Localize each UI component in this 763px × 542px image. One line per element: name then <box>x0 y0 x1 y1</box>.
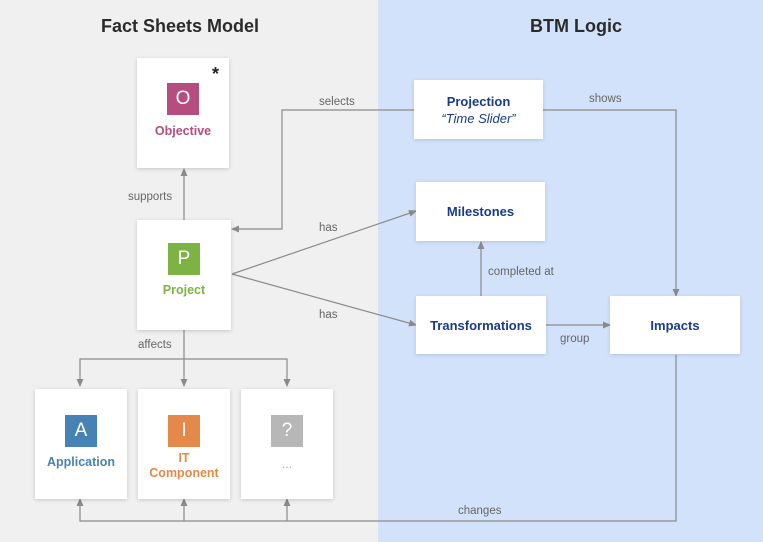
edge-has-transformations <box>231 273 417 327</box>
unknown-badge: ? <box>271 415 303 447</box>
project-card[interactable]: P Project <box>137 220 231 330</box>
application-card[interactable]: A Application <box>35 389 127 499</box>
it-component-label-2: Component <box>149 466 219 480</box>
impacts-box[interactable]: Impacts <box>610 296 740 354</box>
shows-label: shows <box>589 93 622 105</box>
group-label: group <box>560 333 589 345</box>
edge-affects-left <box>76 358 184 387</box>
edge-changes <box>76 355 677 522</box>
transformations-label: Transformations <box>430 317 532 333</box>
affects-label: affects <box>138 339 172 351</box>
project-badge: P <box>168 243 200 275</box>
has-label-top: has <box>319 222 338 234</box>
milestones-label: Milestones <box>446 204 515 219</box>
projection-sublabel: “Time Slider” <box>441 110 516 126</box>
milestones-box[interactable]: Milestones <box>416 182 545 241</box>
projection-box[interactable]: Projection “Time Slider” <box>414 80 543 139</box>
transformations-box[interactable]: Transformations <box>416 296 546 354</box>
edge-selects <box>231 109 414 233</box>
completed-at-label: completed at <box>488 266 555 278</box>
has-label-bottom: has <box>319 309 338 321</box>
edge-shows <box>543 109 680 297</box>
unknown-card[interactable]: ? ... <box>241 389 333 499</box>
objective-card[interactable]: O * Objective <box>137 58 229 168</box>
btm-logic-heading: BTM Logic <box>530 16 622 36</box>
it-component-label-1: IT <box>178 451 190 465</box>
it-component-badge: I <box>168 415 200 447</box>
projection-label: Projection <box>446 93 511 109</box>
unknown-label: ... <box>281 457 293 471</box>
impacts-label: Impacts <box>650 317 700 333</box>
edge-has-milestones <box>231 209 417 275</box>
it-component-card[interactable]: I IT Component <box>138 389 230 499</box>
supports-label: supports <box>128 191 172 203</box>
fact-sheets-heading: Fact Sheets Model <box>100 16 260 36</box>
changes-label: changes <box>458 505 502 517</box>
application-badge: A <box>65 415 97 447</box>
objective-badge: O <box>167 83 199 115</box>
project-label: Project <box>162 283 206 297</box>
application-label: Application <box>46 455 116 469</box>
selects-label: selects <box>319 96 355 108</box>
objective-label: Objective <box>154 124 212 138</box>
asterisk-marker: * <box>212 64 220 84</box>
edge-affects-right <box>184 358 291 387</box>
